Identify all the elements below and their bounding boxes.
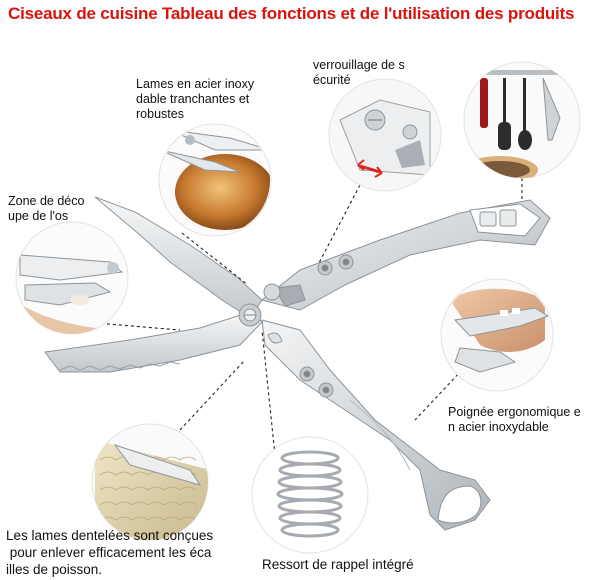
safety-lock-circle bbox=[328, 78, 442, 192]
label-safety-lock: verrouillage de s écurité bbox=[313, 58, 405, 87]
label-ergonomic-handle: Poignée ergonomique e n acier inoxydable bbox=[448, 405, 581, 434]
page-title: Ciseaux de cuisine Tableau des fonctions… bbox=[8, 4, 575, 23]
blades-detail-circle bbox=[158, 123, 272, 237]
bone-cutting-circle bbox=[15, 221, 129, 335]
label-return-spring: Ressort de rappel intégré bbox=[262, 557, 414, 572]
utensil-rack-circle bbox=[463, 61, 581, 179]
spring-circle bbox=[251, 436, 369, 554]
scissors bbox=[44, 196, 551, 531]
ergonomic-handle-circle bbox=[440, 278, 554, 392]
label-bone-zone: Zone de déco upe de l'os bbox=[8, 194, 85, 223]
fish-scaling-circle bbox=[91, 423, 209, 541]
label-blades: Lames en acier inoxy dable tranchantes e… bbox=[136, 77, 255, 121]
label-serrated-blades: Les lames dentelées sont conçues pour en… bbox=[6, 528, 214, 577]
